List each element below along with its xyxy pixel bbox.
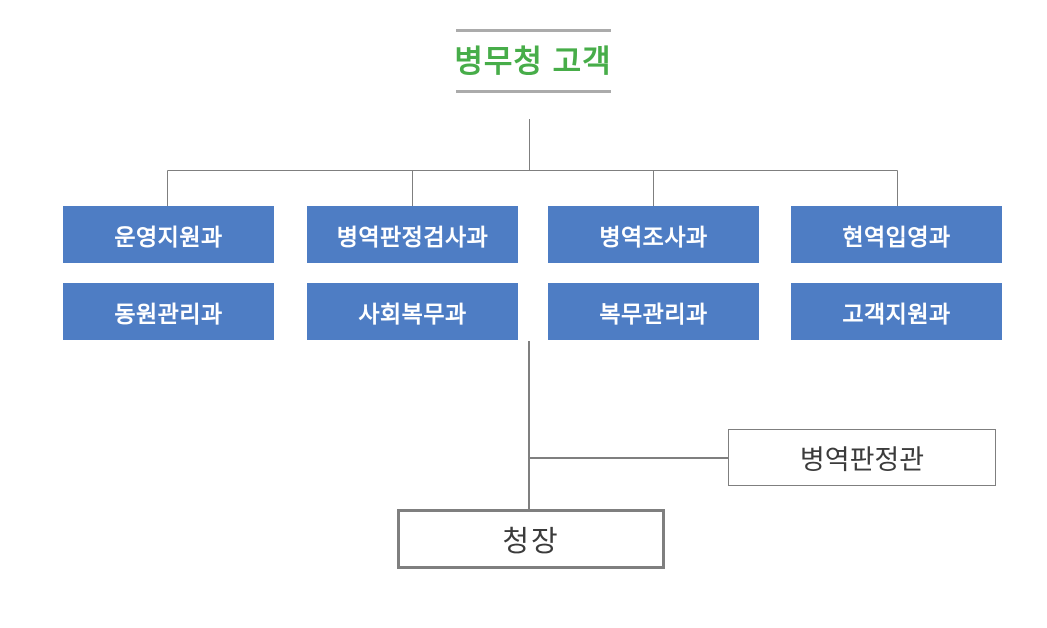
chart-title: 병무청 고객 bbox=[454, 44, 612, 79]
department-box: 병역판정검사과 bbox=[307, 206, 518, 263]
department-label: 병역판정검사과 bbox=[336, 223, 489, 250]
department-box: 고객지원과 bbox=[791, 283, 1002, 340]
commissioner-label: 청장 bbox=[502, 526, 560, 558]
department-box: 동원관리과 bbox=[63, 283, 274, 340]
department-label: 사회복무과 bbox=[358, 300, 467, 327]
title-bottom-rule bbox=[456, 90, 611, 93]
department-box: 운영지원과 bbox=[63, 206, 274, 263]
commissioner-box: 청장 bbox=[397, 509, 665, 569]
department-box: 병역조사과 bbox=[548, 206, 759, 263]
department-box: 현역입영과 bbox=[791, 206, 1002, 263]
department-label: 운영지원과 bbox=[114, 223, 223, 250]
department-label: 현역입영과 bbox=[842, 223, 951, 250]
department-box: 복무관리과 bbox=[548, 283, 759, 340]
department-label: 고객지원과 bbox=[842, 300, 951, 327]
title-top-rule bbox=[456, 29, 611, 32]
department-label: 동원관리과 bbox=[114, 300, 223, 327]
department-label: 병역조사과 bbox=[599, 223, 708, 250]
department-box: 사회복무과 bbox=[307, 283, 518, 340]
department-label: 복무관리과 bbox=[599, 300, 708, 327]
officer-box: 병역판정관 bbox=[728, 429, 996, 486]
officer-label: 병역판정관 bbox=[799, 445, 925, 475]
